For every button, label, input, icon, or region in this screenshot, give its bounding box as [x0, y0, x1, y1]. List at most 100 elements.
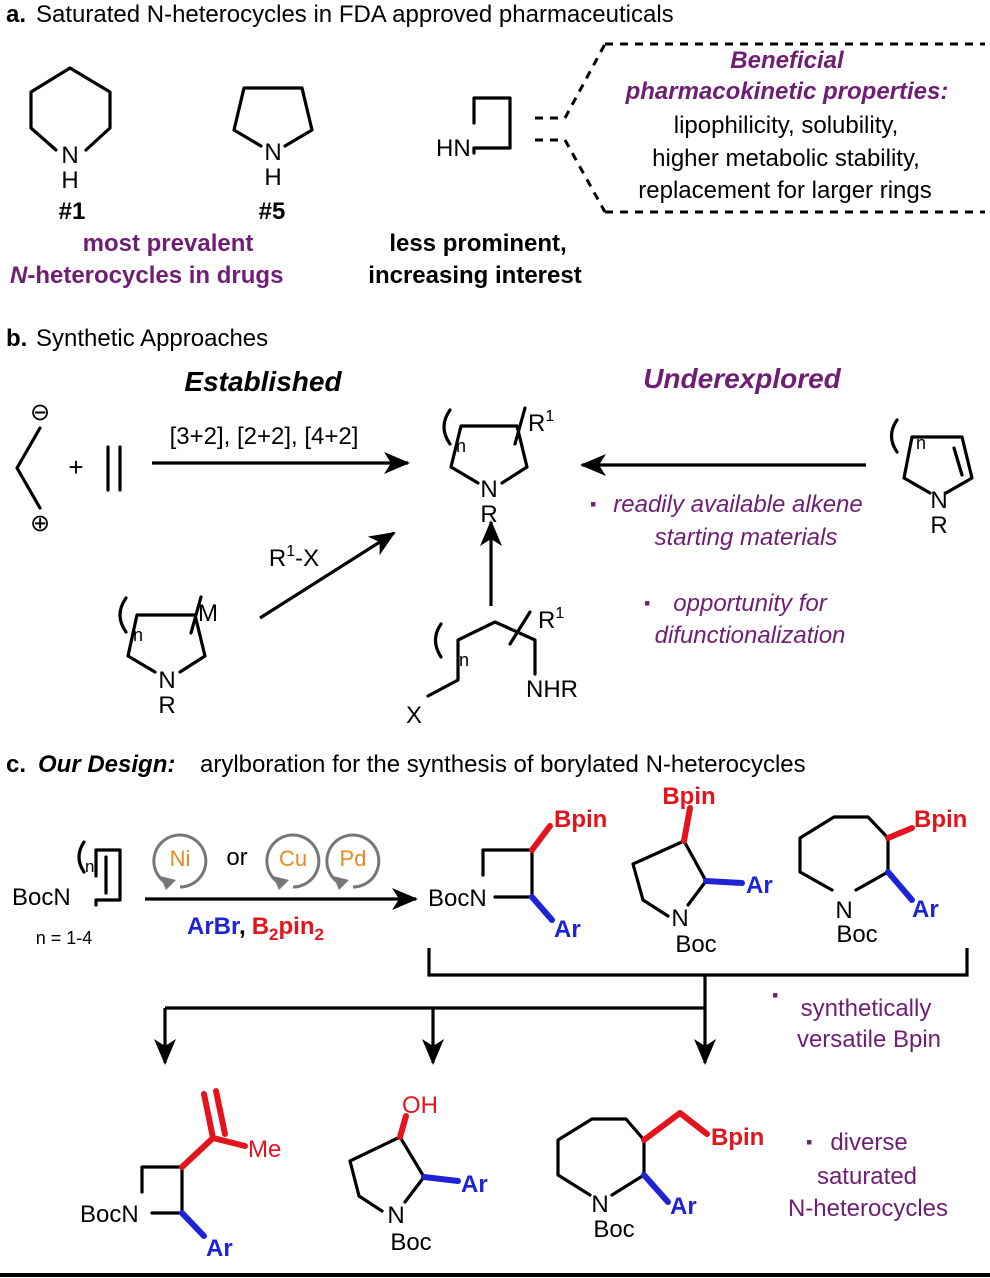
linear-subscript-n: n [459, 650, 469, 670]
product-r1-letter: R [528, 410, 545, 437]
product3-bpin: Bpin [914, 806, 967, 833]
prevalent-line2-rest: -heterocycles in drugs [27, 262, 283, 289]
alkene-subscript-n: n [916, 433, 926, 453]
properties-callout-lines [535, 42, 985, 214]
r1x-r: R [269, 545, 286, 572]
piperidine-h-atom: H [61, 167, 78, 194]
product-piperidine: Bpin Ar N Boc [798, 806, 967, 948]
derivative-homologated-piperidine: Bpin Ar N Boc [556, 1110, 764, 1243]
derivative-alcohol-pyrrolidine: OH Ar N Boc [348, 1092, 488, 1256]
product1-ar: Ar [554, 916, 581, 943]
diverse-bullet: ▪ [806, 1132, 812, 1152]
metallated-ring-structure: n M N R [118, 595, 218, 719]
b2pin2-b: B [252, 913, 269, 940]
derivative3-n-atom: N [591, 1191, 608, 1218]
b2pin2-pin: pin [279, 913, 315, 940]
derivative-alkene-azetidine: Me Ar BocN [80, 1088, 281, 1262]
derivative3-ar: Ar [670, 1193, 697, 1220]
start-bocn-label: BocN [12, 884, 71, 911]
product-pyrrolidine: Bpin Ar N Boc [631, 783, 773, 958]
dipole-structure: ⊖ ⊕ [15, 399, 50, 537]
product1-bocn: BocN [428, 885, 487, 912]
cu-cycle-icon: Cu [265, 833, 321, 890]
box-line3: replacement for larger rings [638, 177, 931, 204]
metal-subscript-n: n [133, 625, 143, 645]
derivative3-boc: Boc [593, 1216, 634, 1243]
product-r-group: R [480, 501, 497, 528]
rank-5-label: #5 [259, 198, 286, 225]
section-c-heading: arylboration for the synthesis of boryla… [200, 751, 806, 778]
product2-bpin: Bpin [662, 783, 715, 810]
versatile-line1: synthetically [801, 995, 932, 1022]
derivative2-oh: OH [402, 1092, 438, 1119]
product1-bpin: Bpin [554, 806, 607, 833]
reagents-label: ArBr,B2pin2 [187, 913, 324, 944]
azetidine-structure: HN [436, 96, 512, 162]
metal-n-atom: N [158, 667, 175, 694]
derivatization-bracket [154, 948, 969, 1065]
linear-r1-group: R1 [538, 605, 564, 634]
pyrrolidine-structure: N H [232, 86, 314, 191]
metal-m-atom: M [198, 600, 218, 627]
linear-r1-sup: 1 [555, 605, 564, 622]
start-subscript-n: n [85, 857, 94, 876]
product3-n-atom: N [835, 897, 852, 924]
r1x-rest: -X [295, 545, 319, 572]
bullet1-line2: starting materials [655, 524, 838, 551]
alkene-double-bond [106, 445, 122, 492]
diverse-line1: diverse [830, 1129, 907, 1156]
bullet1-line1: readily available alkene [613, 491, 863, 518]
section-c-heading-bold: Our Design: [38, 751, 175, 778]
less-prominent-line1: less prominent, [389, 230, 566, 257]
prevalent-n-italic: N [10, 262, 28, 289]
minus-charge: ⊖ [30, 399, 50, 426]
pyrrolidine-h-atom: H [264, 164, 281, 191]
product3-boc: Boc [836, 921, 877, 948]
r1x-label: R1-X [269, 543, 319, 572]
prevalent-line2: N-heterocycles in drugs [10, 262, 283, 289]
section-c: c. Our Design: arylboration for the synt… [6, 751, 969, 1262]
derivative2-boc: Boc [390, 1229, 431, 1256]
plus-sign: + [68, 452, 83, 482]
box-title-line1: Beneficial [730, 47, 845, 74]
diverse-line2: saturated [817, 1163, 917, 1190]
ni-cycle-icon: Ni [152, 833, 208, 890]
pd-cycle-icon: Pd [325, 833, 381, 890]
piperidine-n-atom: N [61, 142, 78, 169]
bullet2-line1: opportunity for [673, 590, 827, 617]
product3-ar: Ar [912, 896, 939, 923]
metal-r-group: R [158, 692, 175, 719]
n-range-label: n = 1-4 [36, 928, 93, 948]
linear-nhr-group: NHR [526, 676, 578, 703]
plus-charge: ⊕ [30, 510, 50, 537]
less-prominent-line2: increasing interest [368, 262, 581, 289]
r1x-sup: 1 [286, 543, 295, 560]
ni-label: Ni [170, 846, 191, 871]
reagent-comma: , [239, 913, 246, 940]
or-label: or [226, 844, 247, 871]
established-label: Established [184, 366, 342, 397]
r1x-arrow [259, 531, 396, 620]
linear-r1-letter: R [538, 607, 555, 634]
product2-boc: Boc [675, 931, 716, 958]
derivative1-ar: Ar [206, 1235, 233, 1262]
pyrrolidine-n-atom: N [264, 139, 281, 166]
section-c-letter: c. [6, 751, 26, 778]
derivative1-bocn: BocN [80, 1201, 139, 1228]
derivative2-ar: Ar [461, 1171, 488, 1198]
product2-n-atom: N [671, 905, 688, 932]
box-line2: higher metabolic stability, [652, 145, 920, 172]
section-a: a. Saturated N-heterocycles in FDA appro… [6, 1, 985, 289]
bullet2-line2: difunctionalization [655, 622, 846, 649]
underexplored-label: Underexplored [643, 363, 841, 394]
product-r1-group: R1 [528, 408, 554, 437]
product-r1-sup: 1 [545, 408, 554, 425]
diverse-line3: N-heterocycles [788, 1195, 948, 1222]
alkene-n-atom: N [930, 487, 947, 514]
arbr-label: ArBr [187, 913, 240, 940]
cycloaddition-label: [3+2], [2+2], [4+2] [170, 423, 359, 450]
box-title-line2: pharmacokinetic properties: [625, 78, 949, 105]
product-n-atom: N [480, 476, 497, 503]
section-a-heading: Saturated N-heterocycles in FDA approved… [36, 1, 674, 28]
